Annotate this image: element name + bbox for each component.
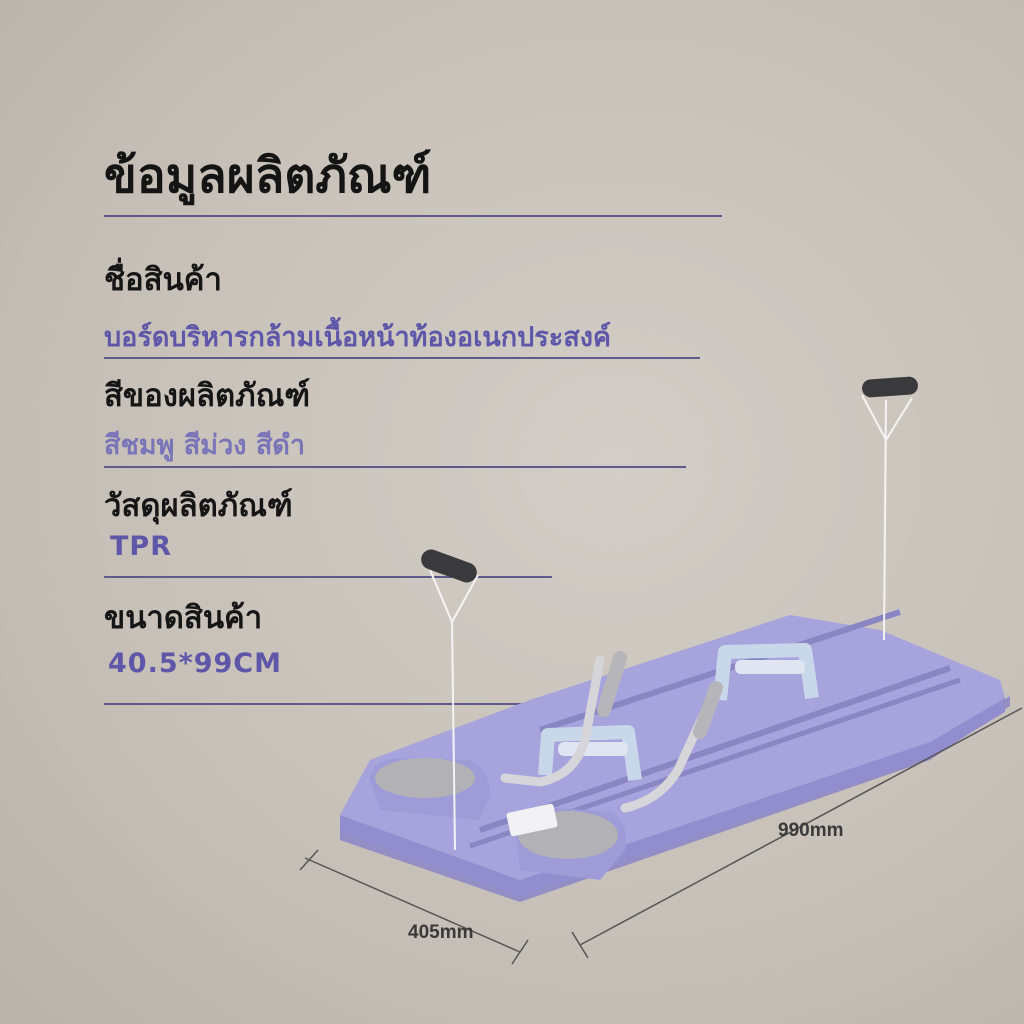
foot-pad-left bbox=[375, 758, 475, 798]
spec-name-value: บอร์ดบริหารกล้ามเนื้อหน้าท้องอเนกประสงค์ bbox=[104, 322, 611, 353]
spec-material-value: TPR bbox=[110, 531, 172, 562]
length-dim-tick-start bbox=[571, 931, 589, 959]
spec-size-rule bbox=[104, 703, 664, 705]
spec-material-rule bbox=[104, 576, 552, 578]
pushup-grip-back bbox=[735, 660, 805, 674]
width-dim-tick-end bbox=[511, 939, 529, 965]
cord-left-loop bbox=[429, 569, 479, 625]
spec-name-rule bbox=[104, 357, 700, 359]
length-dimension-label: 990mm bbox=[778, 820, 844, 841]
board bbox=[340, 615, 1005, 880]
spec-name-label: ชื่อสินค้า bbox=[104, 262, 222, 298]
bar-grip-1 bbox=[597, 651, 627, 717]
width-dim-line bbox=[304, 857, 521, 953]
ab-board-image bbox=[340, 376, 1010, 902]
pushup-grip-front bbox=[558, 742, 628, 756]
display-screen bbox=[506, 803, 558, 837]
spec-color-value: สีชมพู สีม่วง สีดำ bbox=[104, 430, 305, 461]
page-title: ข้อมูลผลิตภัณฑ์ bbox=[104, 148, 432, 204]
spec-color-label: สีของผลิตภัณฑ์ bbox=[104, 378, 311, 414]
dimension-lines bbox=[299, 707, 1023, 965]
width-dimension-label: 405mm bbox=[408, 922, 474, 943]
cord-handle-left bbox=[421, 549, 477, 583]
title-rule bbox=[104, 215, 722, 217]
pushup-handle-back bbox=[713, 643, 819, 701]
spec-size-label: ขนาดสินค้า bbox=[104, 600, 263, 636]
cord-handle-right bbox=[862, 376, 918, 398]
spec-size-value: 40.5*99CM bbox=[108, 648, 282, 679]
length-dim-line bbox=[579, 707, 1023, 946]
rail-2 bbox=[479, 665, 951, 833]
cord-left bbox=[451, 619, 456, 851]
curved-bar-2 bbox=[620, 685, 720, 813]
width-dim-tick-start bbox=[299, 849, 319, 871]
cord-right-loop bbox=[861, 394, 913, 443]
curved-bar bbox=[500, 655, 605, 787]
spec-material-label: วัสดุผลิตภัณฑ์ bbox=[104, 488, 293, 524]
bar-grip-2 bbox=[693, 681, 723, 739]
spec-color-rule bbox=[104, 466, 686, 468]
